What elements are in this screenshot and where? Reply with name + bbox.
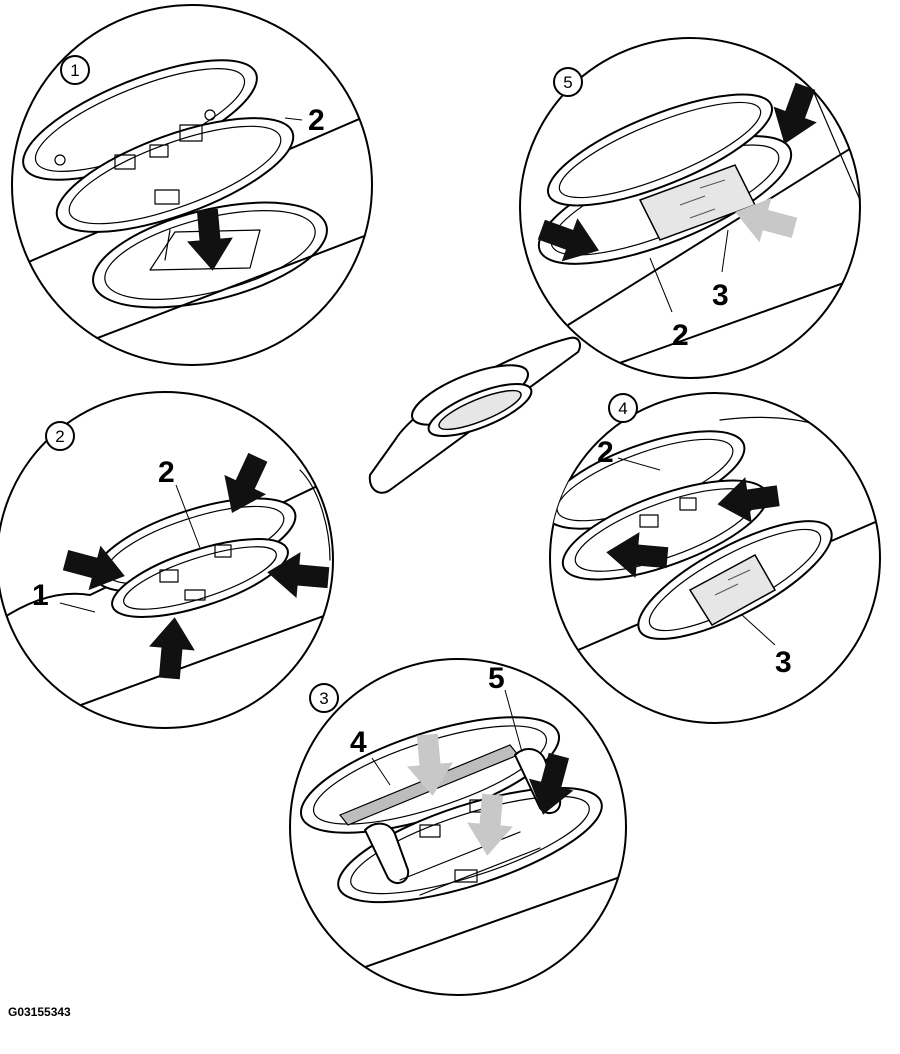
step-number: 4 — [618, 399, 627, 418]
step-number: 1 — [70, 61, 79, 80]
leader-line — [721, 229, 729, 273]
panel-5-frame — [519, 37, 861, 379]
leader-line — [284, 117, 303, 121]
panel-step-2: 2 2 1 — [0, 391, 334, 729]
step-badge — [553, 67, 583, 97]
panel-2-frame — [0, 391, 334, 729]
callout-label: 4 — [350, 726, 367, 759]
panel-4-artwork — [550, 416, 880, 661]
panel-step-5: 5 3 2 — [519, 37, 861, 379]
panel-step-1: 1 2 — [11, 4, 373, 366]
step-badge — [60, 55, 90, 85]
callout-label: 2 — [158, 456, 175, 489]
panel-1-artwork — [12, 59, 372, 361]
panel-step-3: 3 4 5 — [289, 658, 627, 996]
step-number: 5 — [563, 73, 572, 92]
leader-line — [504, 689, 523, 753]
leader-line — [617, 457, 661, 471]
panel-3-artwork — [299, 716, 626, 991]
callout-label: 2 — [308, 104, 325, 137]
push-arrow — [146, 615, 198, 681]
step-badge — [608, 393, 638, 423]
panel-step-4: 4 2 3 — [549, 392, 881, 724]
figure-id: G03155343 — [8, 1005, 71, 1019]
panel-5-artwork — [537, 59, 860, 371]
callout-label: 2 — [672, 319, 689, 352]
vehicle-overview-console — [368, 336, 581, 494]
callout-label: 3 — [712, 279, 729, 312]
step-badge — [309, 683, 339, 713]
step-number: 2 — [55, 427, 64, 446]
callout-label: 3 — [775, 646, 792, 679]
step-badge — [45, 421, 75, 451]
callout-label: 1 — [32, 579, 49, 612]
callout-label: 2 — [597, 436, 614, 469]
leader-line — [649, 257, 673, 313]
leader-line — [175, 484, 201, 549]
panel-1-frame — [11, 4, 373, 366]
step-number: 3 — [319, 689, 328, 708]
leader-line — [59, 602, 96, 613]
panel-3-frame — [289, 658, 627, 996]
panel-4-frame — [549, 392, 881, 724]
leader-line — [741, 614, 776, 646]
callout-label: 5 — [488, 662, 505, 695]
leader-line — [371, 757, 391, 786]
push-arrow — [184, 207, 236, 273]
panel-2-artwork — [0, 469, 333, 721]
